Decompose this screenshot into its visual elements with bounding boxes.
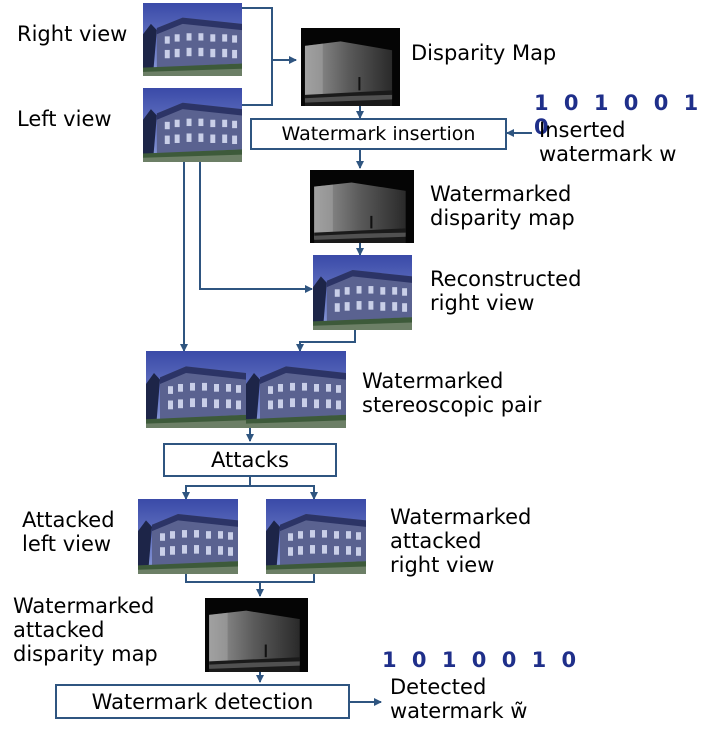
connector-right-view-to-disparity: [242, 7, 297, 64]
watermarked-attacked-right-view-label: Watermarked attacked right view: [390, 505, 532, 577]
attacked-left-view-image: [138, 499, 238, 574]
reconstructed-right-view-label: Reconstructed right view: [430, 267, 582, 315]
connector-left-view-to-disparity: [242, 60, 273, 106]
connector-attacks-split: [182, 477, 251, 500]
attacked-disparity-map-image: [205, 598, 308, 672]
connector-attacked-views-merge: [185, 574, 315, 583]
stereo-pair-left-image: [146, 351, 246, 428]
disparity-map-image: [301, 28, 400, 106]
left-view-label: Left view: [17, 107, 112, 131]
stereo-pair-right-image: [246, 351, 346, 428]
reconstructed-right-view-image: [313, 255, 412, 330]
watermarked-stereoscopic-pair-label: Watermarked stereoscopic pair: [362, 369, 542, 417]
connector-left-view-to-reconstructed: [199, 162, 313, 293]
attacked-left-view-label: Attacked left view: [22, 508, 115, 556]
left-view-image: [143, 88, 242, 162]
attacks-box: Attacks: [163, 443, 337, 477]
watermark-insertion-box: Watermark insertion: [250, 118, 507, 150]
detected-watermark-bits: 1 0 1 0 0 1 0: [382, 648, 581, 672]
right-view-label: Right view: [17, 22, 128, 46]
inserted-watermark-bits: 1 0 1 0 0 1 0: [534, 91, 703, 139]
disparity-map-label: Disparity Map: [411, 41, 557, 65]
watermarked-disparity-map-image: [310, 170, 414, 243]
connector-reconstructed-to-pair: [296, 330, 356, 352]
right-view-image: [143, 3, 242, 76]
watermarked-disparity-map-label: Watermarked disparity map: [430, 182, 575, 230]
attacked-right-view-image: [266, 499, 366, 574]
inserted-watermark-label: Inserted watermark w: [539, 118, 677, 166]
detected-watermark-label: Detected watermark w̃: [390, 675, 528, 723]
watermark-detection-box: Watermark detection: [55, 684, 350, 719]
watermarked-attacked-disparity-map-label: Watermarked attacked disparity map: [13, 594, 158, 666]
